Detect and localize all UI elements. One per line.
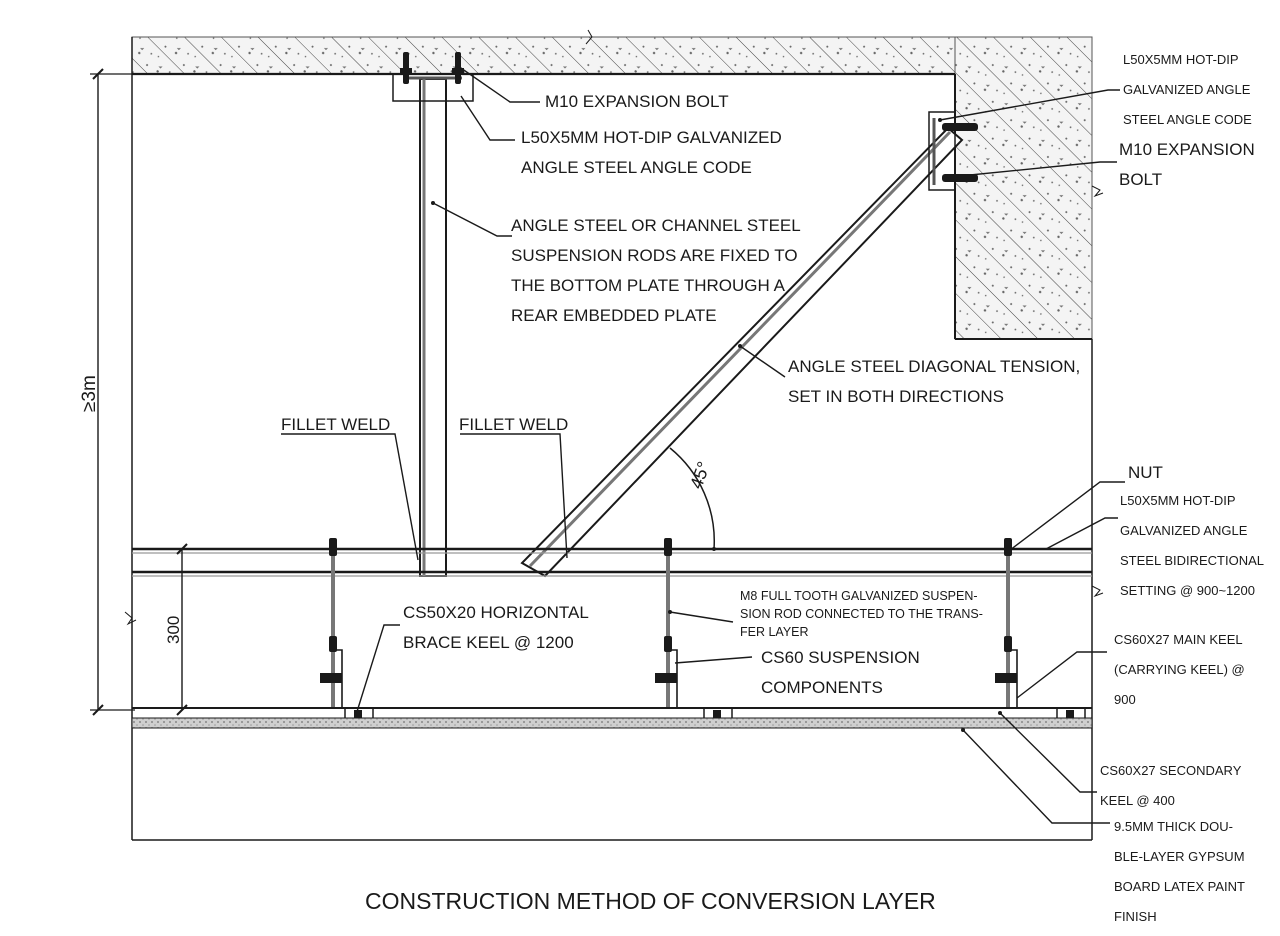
- label-cs60-components-1: CS60 SUSPENSION: [761, 648, 920, 667]
- rod-assembly-2: [655, 538, 733, 728]
- rod-assembly-1: [320, 538, 374, 728]
- label-main-keel-3: 900: [1114, 692, 1136, 707]
- leader-dots: [431, 118, 1002, 732]
- label-cs60-components-2: COMPONENTS: [761, 678, 883, 697]
- label-suspension-rods-2: SUSPENSION RODS ARE FIXED TO: [511, 246, 798, 265]
- label-main-keel-2: (CARRYING KEEL) @: [1114, 662, 1245, 677]
- label-brace-keel-2: BRACE KEEL @ 1200: [403, 633, 574, 652]
- label-m8-rod-3: FER LAYER: [740, 625, 809, 639]
- label-angle-code-wall-2: GALVANIZED ANGLE: [1123, 82, 1251, 97]
- label-bidirectional-2: GALVANIZED ANGLE: [1120, 523, 1248, 538]
- label-brace-keel-1: CS50X20 HORIZONTAL: [403, 603, 589, 622]
- concrete-slab: [131, 36, 1093, 75]
- height-dimension-label: ≥3m: [79, 375, 100, 412]
- leader-lines: [281, 65, 1125, 824]
- label-angle-code-top-1: L50X5MM HOT-DIP GALVANIZED: [521, 128, 782, 147]
- depth-dimension-label: 300: [164, 616, 183, 644]
- label-gypsum-2: BLE-LAYER GYPSUM: [1114, 849, 1245, 864]
- label-gypsum-3: BOARD LATEX PAINT: [1114, 879, 1245, 894]
- transfer-layer-beam: [132, 547, 1092, 577]
- label-gypsum-4: FINISH: [1114, 909, 1157, 924]
- label-diagonal-1: ANGLE STEEL DIAGONAL TENSION,: [788, 357, 1080, 376]
- dimension-height: ≥3m: [79, 68, 135, 716]
- label-suspension-rods-1: ANGLE STEEL OR CHANNEL STEEL: [511, 216, 801, 235]
- label-suspension-rods-3: THE BOTTOM PLATE THROUGH A: [511, 276, 786, 295]
- angle-arc: 45°: [669, 447, 716, 551]
- label-diagonal-2: SET IN BOTH DIRECTIONS: [788, 387, 1004, 406]
- label-bidirectional-4: SETTING @ 900~1200: [1120, 583, 1255, 598]
- label-gypsum-1: 9.5MM THICK DOU-: [1114, 819, 1233, 834]
- label-main-keel-1: CS60X27 MAIN KEEL: [1114, 632, 1243, 647]
- label-m10-bolt-wall-2: BOLT: [1119, 170, 1162, 189]
- ceiling-board: [131, 707, 1093, 729]
- label-m10-bolt-wall-1: M10 EXPANSION: [1119, 140, 1255, 159]
- rod-assembly-3: [995, 538, 1086, 728]
- dimension-depth: 300: [164, 543, 188, 716]
- vertical-suspension-rod: [392, 52, 474, 577]
- label-bidirectional-3: STEEL BIDIRECTIONAL: [1120, 553, 1264, 568]
- label-angle-code-wall-3: STEEL ANGLE CODE: [1123, 112, 1252, 127]
- concrete-wall: [954, 36, 1093, 340]
- diagonal-tension-steel: [520, 111, 978, 578]
- label-secondary-keel-1: CS60X27 SECONDARY: [1100, 763, 1242, 778]
- label-bidirectional-1: L50X5MM HOT-DIP: [1120, 493, 1236, 508]
- label-secondary-keel-2: KEEL @ 400: [1100, 793, 1175, 808]
- label-angle-code-top-2: ANGLE STEEL ANGLE CODE: [521, 158, 752, 177]
- label-m8-rod-1: M8 FULL TOOTH GALVANIZED SUSPEN-: [740, 589, 978, 603]
- angle-label: 45°: [686, 459, 714, 491]
- label-nut: NUT: [1128, 463, 1163, 482]
- label-angle-code-wall-1: L50X5MM HOT-DIP: [1123, 52, 1239, 67]
- diagram-title: CONSTRUCTION METHOD OF CONVERSION LAYER: [365, 888, 936, 914]
- label-fillet-weld-1: FILLET WELD: [281, 415, 390, 434]
- label-m10-bolt-top: M10 EXPANSION BOLT: [545, 92, 729, 111]
- annotation-labels: M10 EXPANSION BOLT L50X5MM HOT-DIP GALVA…: [281, 52, 1264, 924]
- label-m8-rod-2: SION ROD CONNECTED TO THE TRANS-: [740, 607, 983, 621]
- label-fillet-weld-2: FILLET WELD: [459, 415, 568, 434]
- label-suspension-rods-4: REAR EMBEDDED PLATE: [511, 306, 717, 325]
